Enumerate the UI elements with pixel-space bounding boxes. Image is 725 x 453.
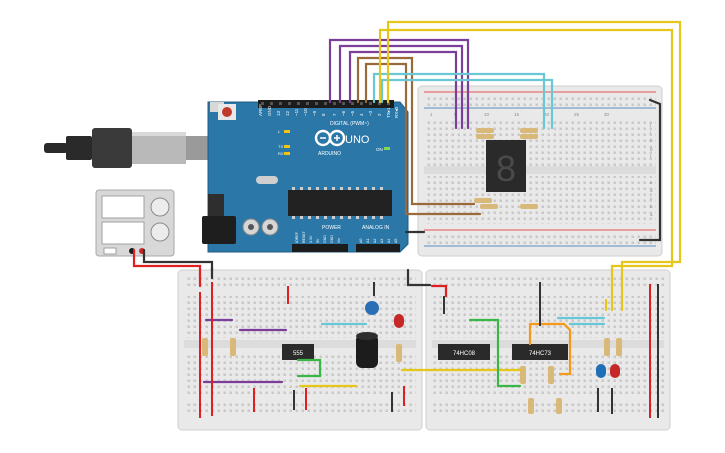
ioref-label: IOREF [295,231,299,243]
analog-header[interactable] [356,244,400,252]
row-label-d: d [650,188,653,193]
wires[interactable] [132,20,682,388]
a2-label: A2 [373,239,377,243]
pin-label-6: ~6 [341,110,346,116]
row-label-b: b [650,204,653,209]
chip-74hc08[interactable]: 74HC08 [438,344,490,360]
a0-label: A0 [359,239,363,243]
led-icon[interactable] [394,314,620,378]
l-led [284,130,290,133]
pin-label-12: 12 [285,110,290,116]
row-label-c: c [650,196,653,201]
row-label-e: e [650,180,653,185]
on-led [384,147,390,150]
row-label-g: g [650,146,653,151]
on-label: ON [376,147,383,152]
col-label-10: 10 [484,112,490,117]
pin-label-7: 7 [332,113,337,116]
col-label-15: 15 [514,112,520,117]
pin-label-8: 8 [321,113,326,116]
ceramic-capacitor[interactable] [365,301,379,315]
rx-led-label: RX [278,151,284,156]
a4-label: A4 [387,239,391,243]
3v3-label: 3.3V [309,235,313,243]
pin-label-9: ~9 [312,110,317,116]
chip-555-label: 555 [293,351,304,357]
resistor-icon [474,128,538,209]
crystal [256,176,278,184]
pin-label-11: ~11 [294,108,299,116]
lower-jumpers[interactable] [199,282,659,418]
gnd-pin-label-2: GND [330,235,334,243]
arduino-uno-board[interactable]: AREF GND 13 12 ~11 ~10 ~9 8 7 ~6 ~5 4 ~3… [202,100,409,253]
analog-in-label: ANALOG IN [362,225,390,231]
resistor-lower-set [202,338,622,414]
pin-label-4: 4 [359,113,364,116]
gnd-pin-label-1: GND [323,235,327,243]
aref-label: AREF [258,104,263,116]
l-led-label: L [278,129,281,134]
reset-button-cap[interactable] [222,107,232,117]
breadboard-right[interactable] [425,269,671,431]
tx-pin-label: TX▸1 [386,107,391,118]
power-header[interactable] [292,244,348,252]
breadboard-top[interactable] [417,85,663,257]
rx-led [284,152,290,155]
pin-label-13: 13 [276,110,281,116]
row-label-a: a [650,212,653,217]
row-label-j: j [649,122,651,127]
rx-pin-label: RX◂0 [394,106,399,118]
power-jack[interactable] [202,216,236,244]
tx-led-label: TX [278,144,283,149]
a5-label: A5 [394,239,398,243]
seven-segment-display[interactable]: 8 [486,140,526,192]
col-label-20: 20 [544,112,550,117]
atmega-chip [288,190,392,216]
usb-cable-icon[interactable] [44,128,210,168]
chip-74hc08-label: 74HC08 [453,351,476,357]
pin-label-5: ~5 [350,110,355,116]
col-label-25: 25 [574,112,580,117]
seven-segment-digit: 8 [496,148,516,189]
chip-555[interactable]: 555 [282,344,314,360]
capacitor-icon[interactable] [356,332,378,368]
arduino-logo-icon [314,129,346,147]
power-label: POWER [322,225,341,231]
reset-pin-label: RESET [302,230,306,243]
gnd-label: GND [267,105,272,116]
chip-74hc73-label: 74HC73 [529,351,552,357]
voltage-regulator [208,194,224,216]
uno-label: UNO [345,134,370,146]
a3-label: A3 [380,239,384,243]
5v-label: 5V [316,238,320,243]
chip-74hc73[interactable]: 74HC73 [512,344,568,360]
col-label-1: 1 [430,112,433,117]
power-supply-icon[interactable] [95,189,175,257]
row-label-h: h [650,138,653,143]
pin-label-3: ~3 [368,110,373,116]
pin-label-2: 2 [377,113,382,116]
vin-label: Vin [337,238,341,243]
row-label-f: f [650,154,652,159]
a1-label: A1 [366,239,370,243]
tx-led [284,145,290,148]
arduino-brand-label: ARDUINO [318,151,341,157]
col-label-30: 30 [604,112,610,117]
digital-pwm-label: DIGITAL (PWM~) [330,121,369,127]
pin-label-10: ~10 [303,108,308,116]
row-label-i: i [650,130,651,135]
